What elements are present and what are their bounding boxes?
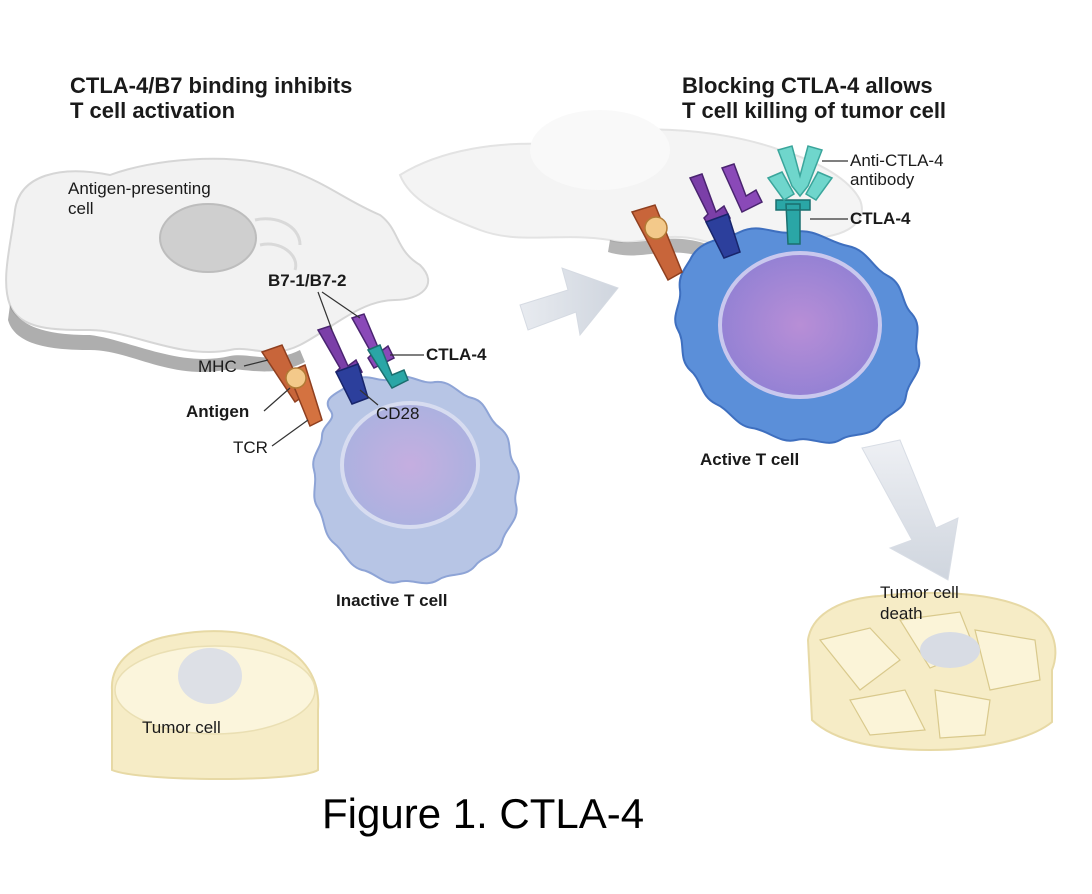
right-ctla4-label: CTLA-4	[850, 209, 911, 228]
tumor-death-label-line2: death	[880, 604, 923, 623]
antigen-leader	[263, 387, 291, 412]
active-tcell-label: Active T cell	[700, 450, 799, 469]
right-apc-highlight	[530, 110, 670, 190]
left-apc-organelle	[254, 217, 302, 271]
right-antigen	[644, 216, 668, 240]
tumor-cell-nucleus	[178, 648, 242, 704]
cd28-leader	[359, 389, 379, 406]
right-title-line1: Blocking CTLA-4 allows	[682, 73, 933, 98]
tumor-death-label-line1: Tumor cell	[880, 583, 959, 602]
left-ctla4-label: CTLA-4	[426, 345, 487, 364]
b7-label: B7-1/B7-2	[268, 271, 346, 290]
left-antigen	[285, 367, 307, 389]
killing-arrow	[861, 439, 959, 581]
b7-leader-1	[317, 291, 333, 331]
mhc-label: MHC	[198, 357, 237, 376]
tcr-leader	[271, 419, 309, 447]
figure-caption: Figure 1. CTLA-4	[322, 790, 644, 837]
inactive-tcell-nucleus	[340, 401, 480, 529]
cd28-label: CD28	[376, 404, 419, 423]
anti-ctla4-antibody	[766, 145, 834, 201]
mhc-leader	[243, 359, 269, 367]
apc-label-line1: Antigen-presenting	[68, 179, 211, 198]
left-b7-2	[350, 313, 396, 369]
right-mhc	[630, 204, 683, 282]
left-apc-nucleus	[159, 203, 257, 273]
apc-label-line2: cell	[68, 199, 94, 218]
antigen-label: Antigen	[186, 402, 249, 421]
inactive-tcell-label: Inactive T cell	[336, 591, 448, 610]
right-b7-2	[720, 163, 764, 214]
dying-tumor-nucleus	[920, 632, 980, 668]
right-title-line2: T cell killing of tumor cell	[682, 98, 946, 123]
transition-arrow	[519, 267, 619, 337]
tumor-cell-label: Tumor cell	[142, 718, 221, 737]
antibody-label-line1: Anti-CTLA-4	[850, 151, 944, 170]
left-title-line1: CTLA-4/B7 binding inhibits	[70, 73, 352, 98]
right-ctla4	[775, 199, 811, 245]
b7-leader-2	[321, 291, 361, 319]
antibody-label-line2: antibody	[850, 170, 915, 189]
right-cd28	[704, 213, 741, 259]
left-cd28	[334, 363, 369, 405]
left-title-line2: T cell activation	[70, 98, 235, 123]
active-tcell-nucleus	[718, 251, 882, 399]
tcr-label: TCR	[233, 438, 268, 457]
left-ctla4	[366, 344, 409, 389]
